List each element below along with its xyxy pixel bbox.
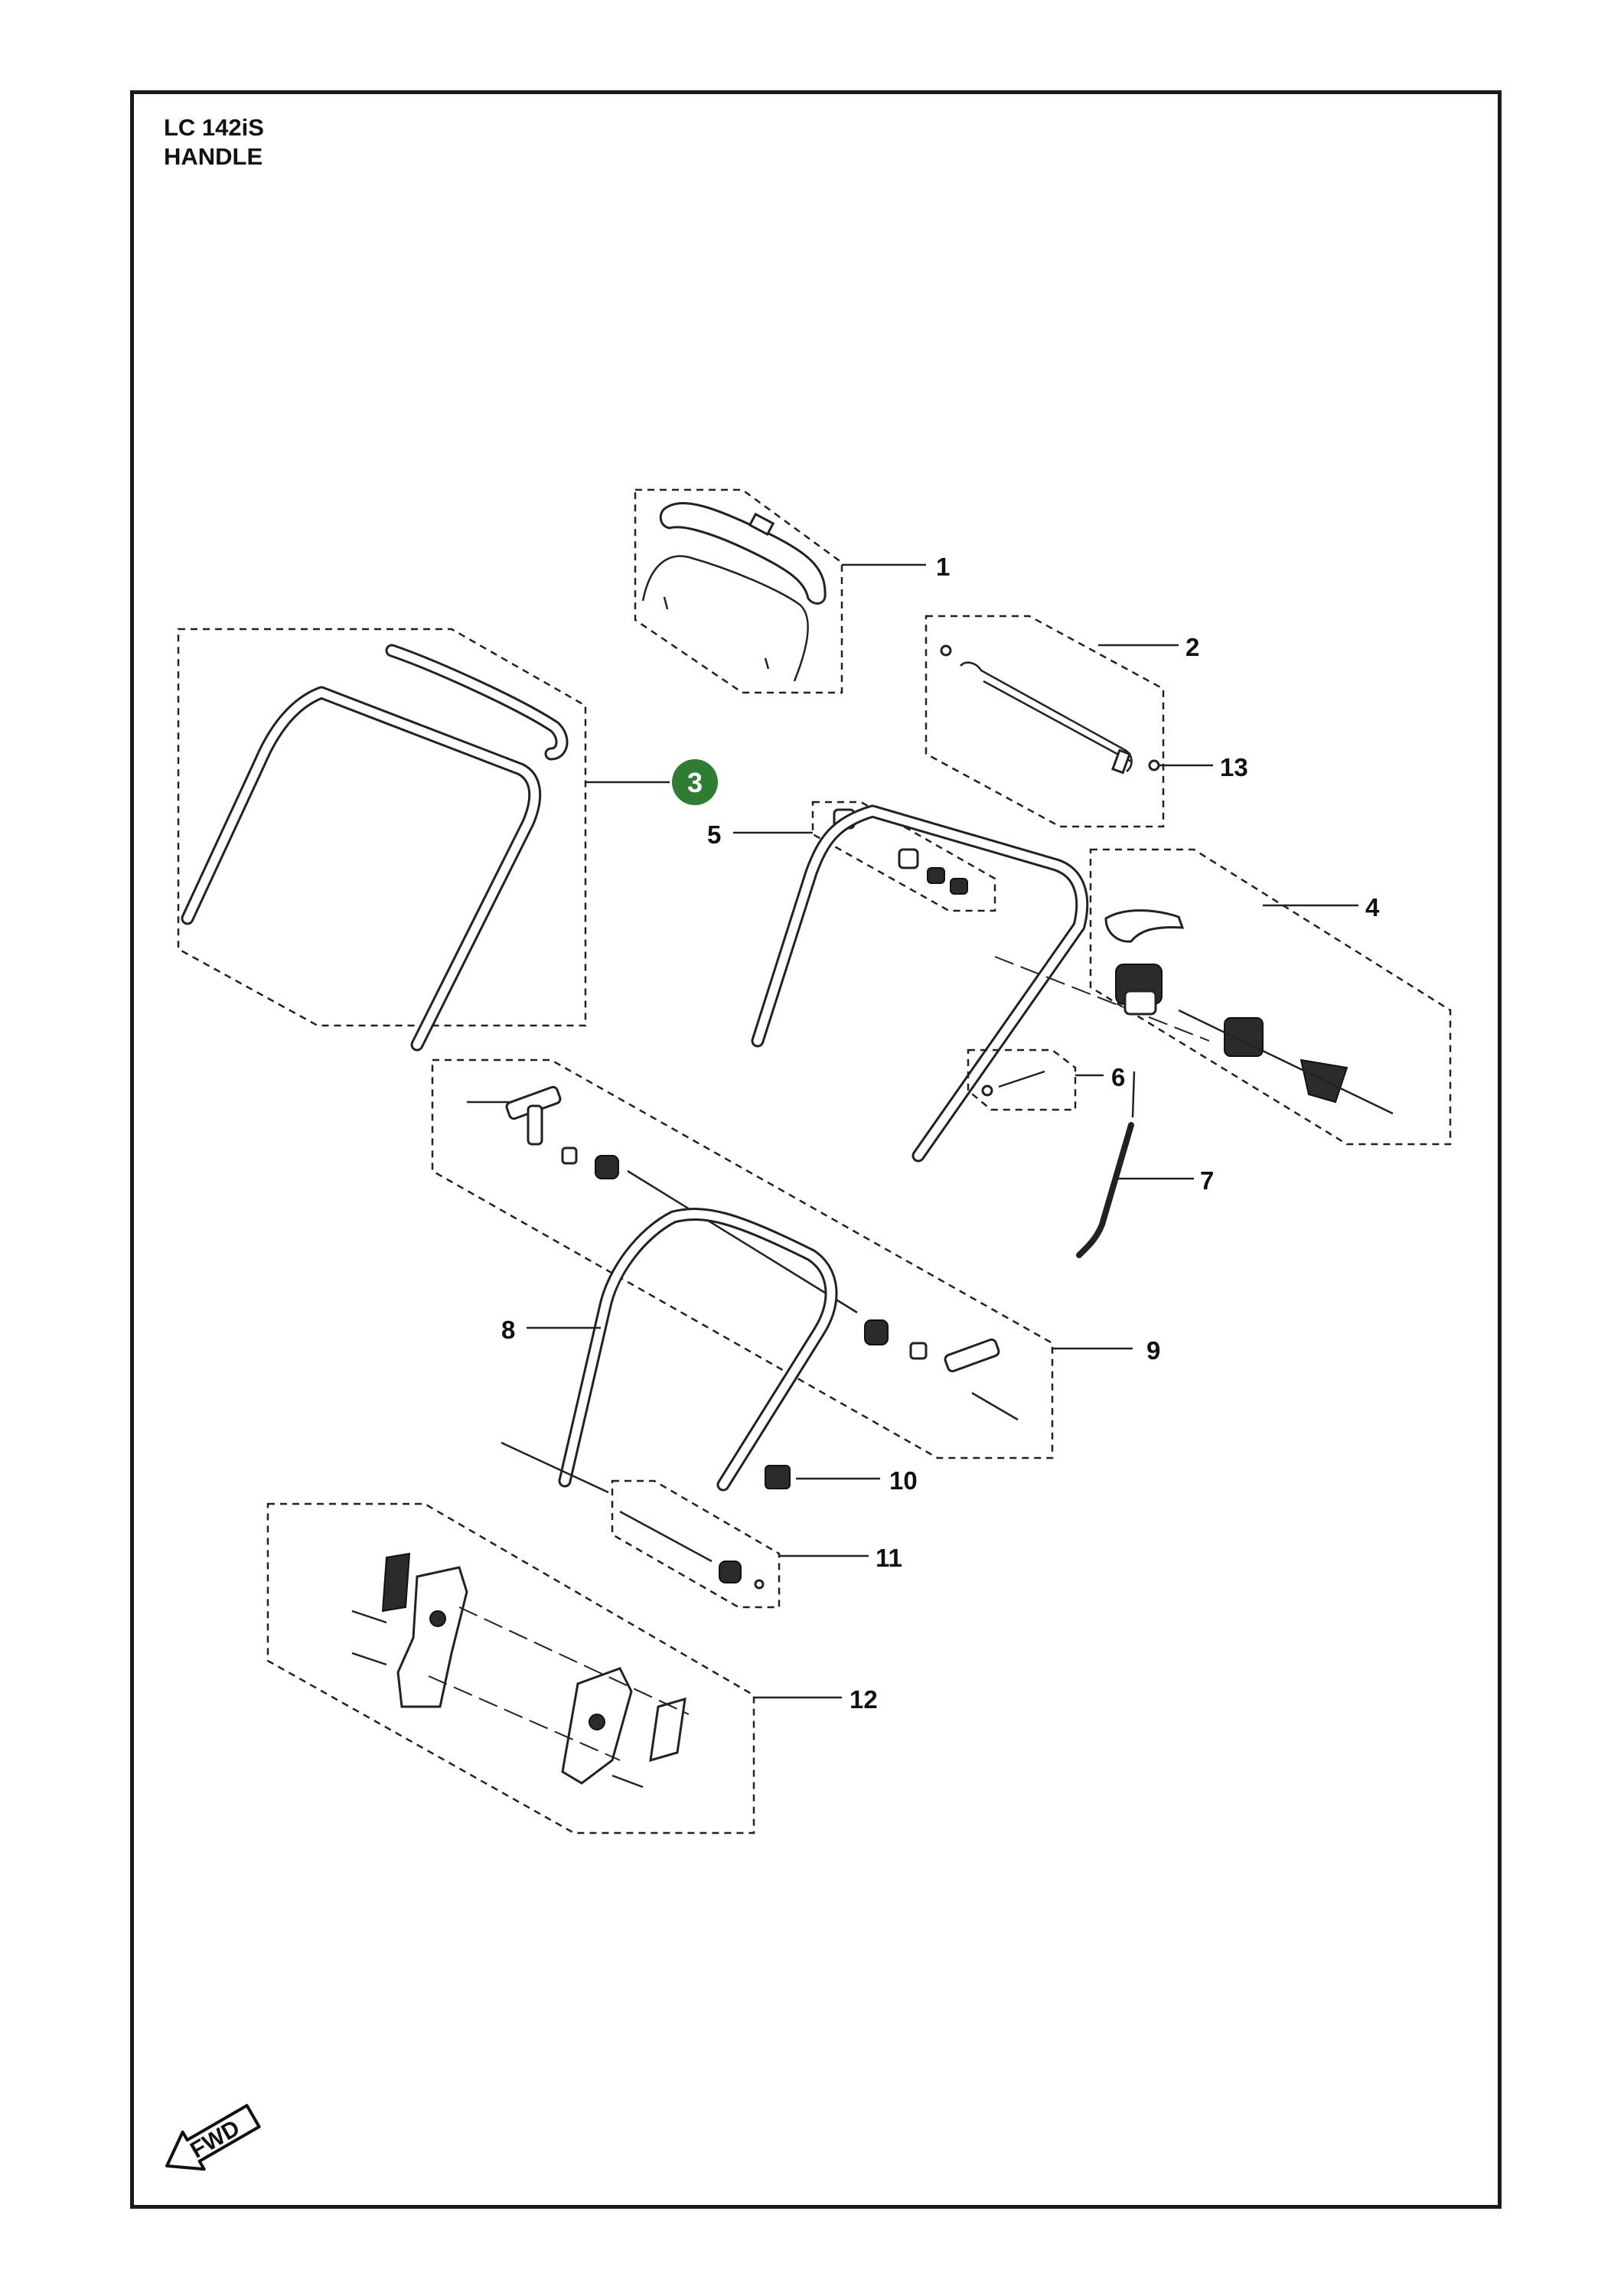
group-9-outline [431,1058,1054,1459]
middle-handle-tube-inner [753,807,1087,1160]
clamp-axis [627,1169,858,1314]
callout-6: 6 [1111,1063,1125,1091]
callout-5: 5 [707,820,721,849]
callout-3-badge [672,759,718,805]
group-12-outline [266,1502,755,1835]
part-group-12 [266,1502,842,1835]
knob-left [595,1155,619,1179]
upper-handle-tube-inner [183,688,540,1049]
lower-handle-tube [558,1208,838,1492]
part-group-9 [431,1058,1133,1459]
part-13-nut [1148,759,1160,771]
part-group-2 [925,615,1179,828]
washer-right [909,1342,928,1360]
callout-10: 10 [889,1466,918,1495]
top-bar-tube [385,644,569,761]
bracket-hook [1111,748,1131,775]
part-group-1 [634,488,926,694]
group-2-outline [925,615,1165,828]
title-block: LC 142iS HANDLE [164,113,264,171]
assembly-axis [994,956,1210,1042]
section-name: HANDLE [164,143,263,170]
tee-bracket-right [944,1338,1000,1373]
model-name: LC 142iS [164,114,264,141]
control-lever [1104,909,1185,943]
callout-2: 2 [1185,633,1199,661]
mount-axis-bottom [428,1675,621,1761]
top-bar-tube-inner [387,646,566,758]
mount-plate-left [396,1566,468,1708]
part-8-lower-handle [527,1208,838,1492]
mount-screw-3 [611,1774,644,1789]
group-3-outline [177,628,587,1027]
cable-sheath [1076,1122,1134,1258]
lower-axis [501,1441,609,1494]
knob [927,867,945,884]
washer-left [561,1146,578,1165]
part-7-cable [1076,1071,1194,1258]
callout-12: 12 [850,1685,878,1714]
pivot-nut [754,1579,765,1590]
grip-frame [641,555,809,682]
switch-plate [1224,1017,1264,1057]
callout-13: 13 [1220,753,1248,781]
lower-handle-tube-inner [560,1210,836,1489]
callout-7: 7 [1200,1166,1214,1195]
clip-nut [981,1084,993,1097]
grip-clip [748,512,775,536]
grip-screw [663,596,669,610]
callout-11: 11 [876,1544,902,1572]
grip-screw [764,657,770,670]
part-10-spacer [765,1465,791,1489]
group-5-outline [811,801,996,912]
callout-1: 1 [936,553,950,581]
middle-handle-tube [751,804,1089,1163]
group-1-outline [634,488,843,694]
callout-9: 9 [1146,1336,1160,1365]
callout-8: 8 [501,1316,515,1344]
group-11-outline [611,1479,781,1609]
bracket-link-right [649,1697,686,1763]
knob-insert [898,848,919,869]
knob-2 [950,878,968,895]
handle-grip [659,502,827,605]
mount-hole-right [589,1714,605,1730]
part-group-6 [967,1049,1104,1111]
tee-stem-left [527,1104,543,1146]
pivot-bolt [619,1510,713,1563]
bolt-right [971,1391,1019,1421]
bracket-link-left [381,1552,411,1613]
bracket-rod [960,661,1133,772]
cable-top [1131,1071,1136,1118]
callout-4: 4 [1365,893,1380,921]
mount-screw-2 [351,1652,387,1666]
part-group-3 [177,628,670,1052]
part-group-4 [1089,848,1452,1146]
bracket-rod-lower [983,680,1132,763]
control-axis [1178,1009,1394,1115]
mount-axis-top [458,1606,690,1715]
fwd-arrow-icon: FWD [165,2104,261,2171]
pivot-knob [719,1561,742,1583]
callout-3: 3 [687,767,703,798]
mount-hole [429,1610,446,1627]
bracket-nut [940,644,952,657]
drawing-frame [130,90,1502,2209]
clip-screw [998,1070,1045,1088]
mount-screw [351,1609,387,1624]
part-group-11 [611,1479,869,1609]
control-housing-front [1123,990,1157,1016]
upper-handle-tube [181,686,542,1052]
fwd-arrow-shape [165,2104,261,2171]
group-4-outline [1089,848,1452,1146]
knob-right [864,1319,889,1345]
